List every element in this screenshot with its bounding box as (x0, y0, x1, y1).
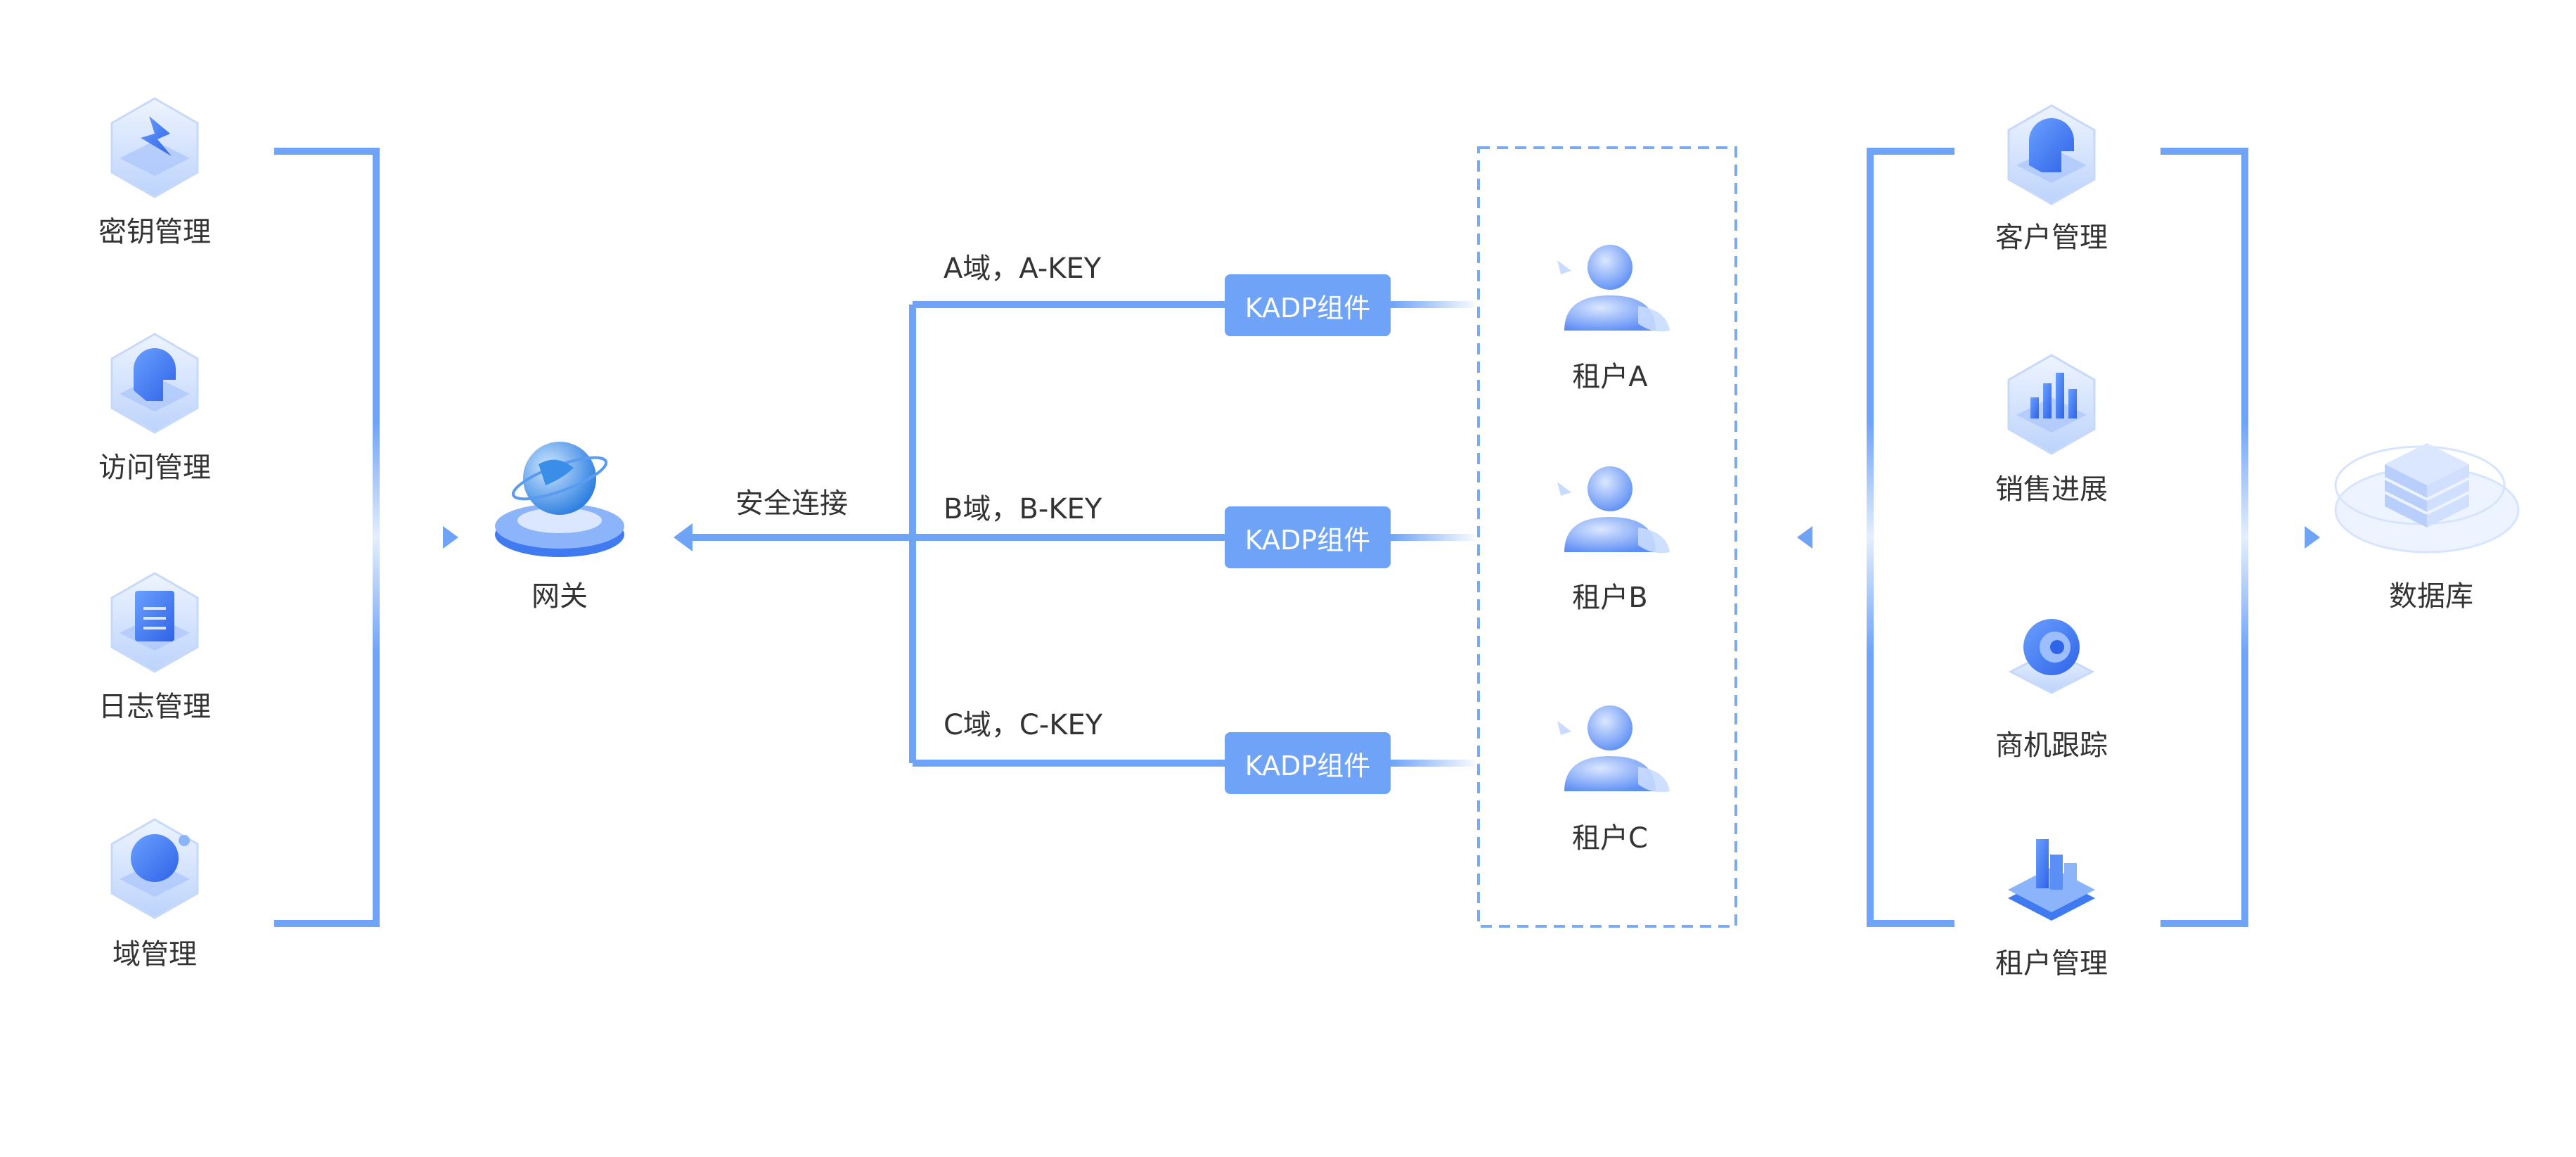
left-bracket (274, 148, 380, 927)
tenant-label-c: 租户C (1572, 822, 1648, 855)
tenant-management-icon (2008, 839, 2095, 921)
domain-management-icon (110, 818, 199, 919)
database-server-icon (2334, 443, 2520, 554)
db-arrowhead (2305, 526, 2320, 549)
left-module-label: 域管理 (112, 938, 197, 971)
right-module-label: 租户管理 (1995, 947, 2108, 980)
right-module-label: 客户管理 (1995, 222, 2108, 254)
domain-label-c: C域，C-KEY (944, 709, 1103, 741)
left-module-label: 访问管理 (98, 452, 211, 484)
tenant-group-box (1477, 146, 1737, 928)
domain-label-a: A域，A-KEY (944, 253, 1102, 285)
gateway-arrowhead (674, 523, 693, 551)
kadp-component-b: KADP组件 (1225, 506, 1391, 568)
gateway-globe-icon (495, 442, 624, 557)
secure-connection-label: 安全连接 (735, 487, 848, 520)
sales-progress-icon (2007, 354, 2096, 455)
right-bracket-left (1867, 148, 1954, 927)
domain-label-b: B域，B-KEY (944, 493, 1102, 525)
customer-management-icon (2007, 104, 2096, 205)
left-module-label: 密钥管理 (98, 216, 211, 248)
right-module-label: 商机跟踪 (1995, 729, 2108, 762)
left-arrowhead (443, 526, 458, 549)
right-bracket-right (2160, 148, 2248, 927)
fade-line-b (1391, 534, 1475, 541)
kadp-component-c: KADP组件 (1225, 732, 1391, 794)
key-management-icon (110, 97, 199, 198)
log-management-icon (110, 572, 199, 673)
tenant-c-avatar-icon (1557, 705, 1670, 793)
tenant-label-a: 租户A (1572, 361, 1648, 393)
tenant-arrowhead (1797, 526, 1812, 549)
tenant-a-avatar-icon (1557, 245, 1670, 332)
kadp-component-a: KADP组件 (1225, 274, 1391, 336)
database-label: 数据库 (2389, 580, 2473, 613)
gateway-label: 网关 (532, 580, 588, 613)
opportunity-tracking-icon (2008, 619, 2095, 694)
fade-line-a (1391, 301, 1475, 308)
tenant-b-avatar-icon (1557, 466, 1670, 554)
right-module-label: 销售进展 (1995, 473, 2108, 506)
access-management-icon (110, 333, 199, 434)
tenant-label-b: 租户B (1572, 582, 1648, 614)
left-module-label: 日志管理 (98, 691, 211, 723)
fade-line-c (1391, 760, 1475, 767)
